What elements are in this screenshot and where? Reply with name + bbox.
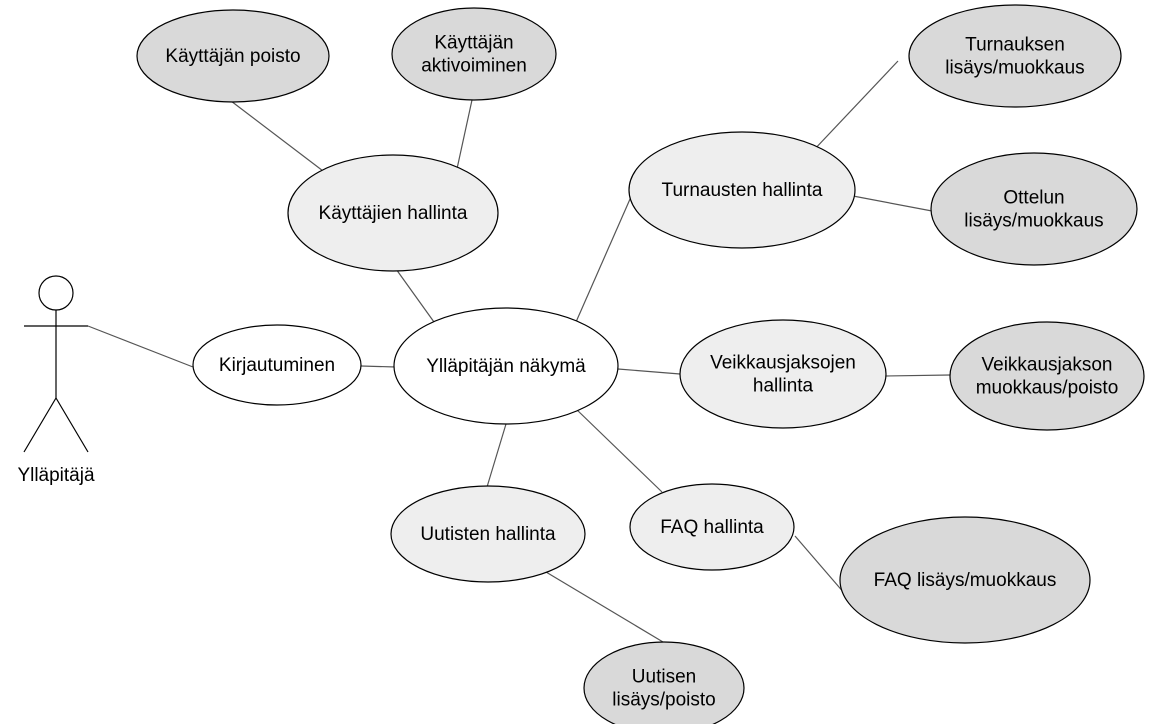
edge-uutisten_hallinta-to-uutisen_lisays — [545, 571, 664, 643]
connection-lines — [87, 60, 951, 643]
use-case-uutisten-hallinta[interactable]: Uutisten hallinta — [390, 485, 586, 583]
use-case-ellipse — [679, 319, 887, 429]
use-case-label: Uutisen — [632, 667, 696, 688]
use-case-label: lisäys/poisto — [612, 690, 716, 711]
use-case-label: aktivoiminen — [421, 56, 527, 77]
use-case-nodes: Kirjautuminen Ylläpitäjän näkymä Käyttäjie… — [136, 4, 1145, 724]
edge-kirjautuminen-to-yllapitajan_nakyma — [360, 365, 397, 368]
edge-yllapitajan_nakyma-to-faq_hallinta — [574, 407, 663, 493]
actor-right-leg — [55, 397, 89, 453]
edge-kayttajien_hallinta-to-kayttajan_aktivoiminen — [454, 99, 473, 179]
use-case-ellipse — [192, 324, 362, 406]
use-case-ellipse — [629, 483, 795, 571]
edge-faq_hallinta-to-faq_lisays — [794, 535, 846, 595]
actor-yllapitaja[interactable]: Ylläpitäjä — [17, 275, 95, 486]
use-case-ellipse — [583, 641, 745, 724]
use-case-ellipse — [391, 7, 557, 101]
use-case-ellipse — [136, 9, 330, 103]
use-case-label: FAQ hallinta — [660, 517, 764, 538]
actor-left-leg — [23, 397, 57, 453]
use-case-kayttajien-hallinta[interactable]: Käyttäjien hallinta — [287, 154, 499, 272]
use-case-ellipse — [628, 131, 856, 249]
use-case-label: Veikkausjakson — [982, 355, 1113, 376]
edge-yllapitajan_nakyma-to-kayttajien_hallinta — [395, 268, 435, 323]
use-case-label: Ylläpitäjän näkymä — [426, 356, 586, 377]
use-case-label: lisäys/muokkaus — [964, 211, 1103, 232]
use-case-faq-hallinta[interactable]: FAQ hallinta — [629, 483, 795, 571]
use-case-ellipse — [390, 485, 586, 583]
use-case-faq-lisays[interactable]: FAQ lisäys/muokkaus — [839, 516, 1091, 644]
use-case-label: lisäys/muokkaus — [945, 58, 1084, 79]
use-case-kirjautuminen[interactable]: Kirjautuminen — [192, 324, 362, 406]
use-case-label: Veikkausjaksojen — [710, 353, 856, 374]
use-case-ellipse — [930, 152, 1138, 266]
edge-veikkausjaksojen_hallinta-to-veikkausjakson_muokkaus — [885, 374, 951, 377]
use-case-kayttajan-poisto[interactable]: Käyttäjän poisto — [136, 9, 330, 103]
use-case-label: Käyttäjän — [434, 33, 513, 54]
use-case-label: Ottelun — [1003, 188, 1064, 209]
edge-yllapitajan_nakyma-to-turnausten_hallinta — [575, 189, 635, 323]
use-case-label: hallinta — [753, 376, 814, 397]
use-case-label: Uutisten hallinta — [420, 524, 556, 545]
edge-turnausten_hallinta-to-turnauksen_lisays — [811, 60, 899, 153]
edge-turnausten_hallinta-to-ottelun_lisays — [852, 195, 933, 212]
use-case-label: Käyttäjän poisto — [165, 46, 300, 67]
use-case-ellipse — [949, 321, 1145, 431]
edge-yllapitajan_nakyma-to-veikkausjaksojen_hallinta — [617, 368, 681, 375]
use-case-label: Turnausten hallinta — [662, 180, 823, 201]
edge-kayttajien_hallinta-to-kayttajan_poisto — [230, 100, 328, 175]
actor-label: Ylläpitäjä — [17, 465, 95, 486]
edge-actor-to-kirjautuminen — [87, 325, 194, 368]
use-case-label: Kirjautuminen — [219, 355, 335, 376]
use-case-yllapitajan-nakyma[interactable]: Ylläpitäjän näkymä — [393, 307, 619, 425]
actor-head — [38, 275, 74, 311]
use-case-ellipse — [287, 154, 499, 272]
use-case-label: Käyttäjien hallinta — [319, 203, 468, 224]
use-case-ellipse — [908, 4, 1122, 108]
use-case-ellipse — [393, 307, 619, 425]
use-case-label: muokkaus/poisto — [976, 378, 1119, 399]
use-case-label: FAQ lisäys/muokkaus — [874, 570, 1057, 591]
use-case-label: Turnauksen — [965, 35, 1065, 56]
use-case-turnausten-hallinta[interactable]: Turnausten hallinta — [628, 131, 856, 249]
use-case-ellipse — [839, 516, 1091, 644]
edge-yllapitajan_nakyma-to-uutisten_hallinta — [486, 423, 507, 488]
